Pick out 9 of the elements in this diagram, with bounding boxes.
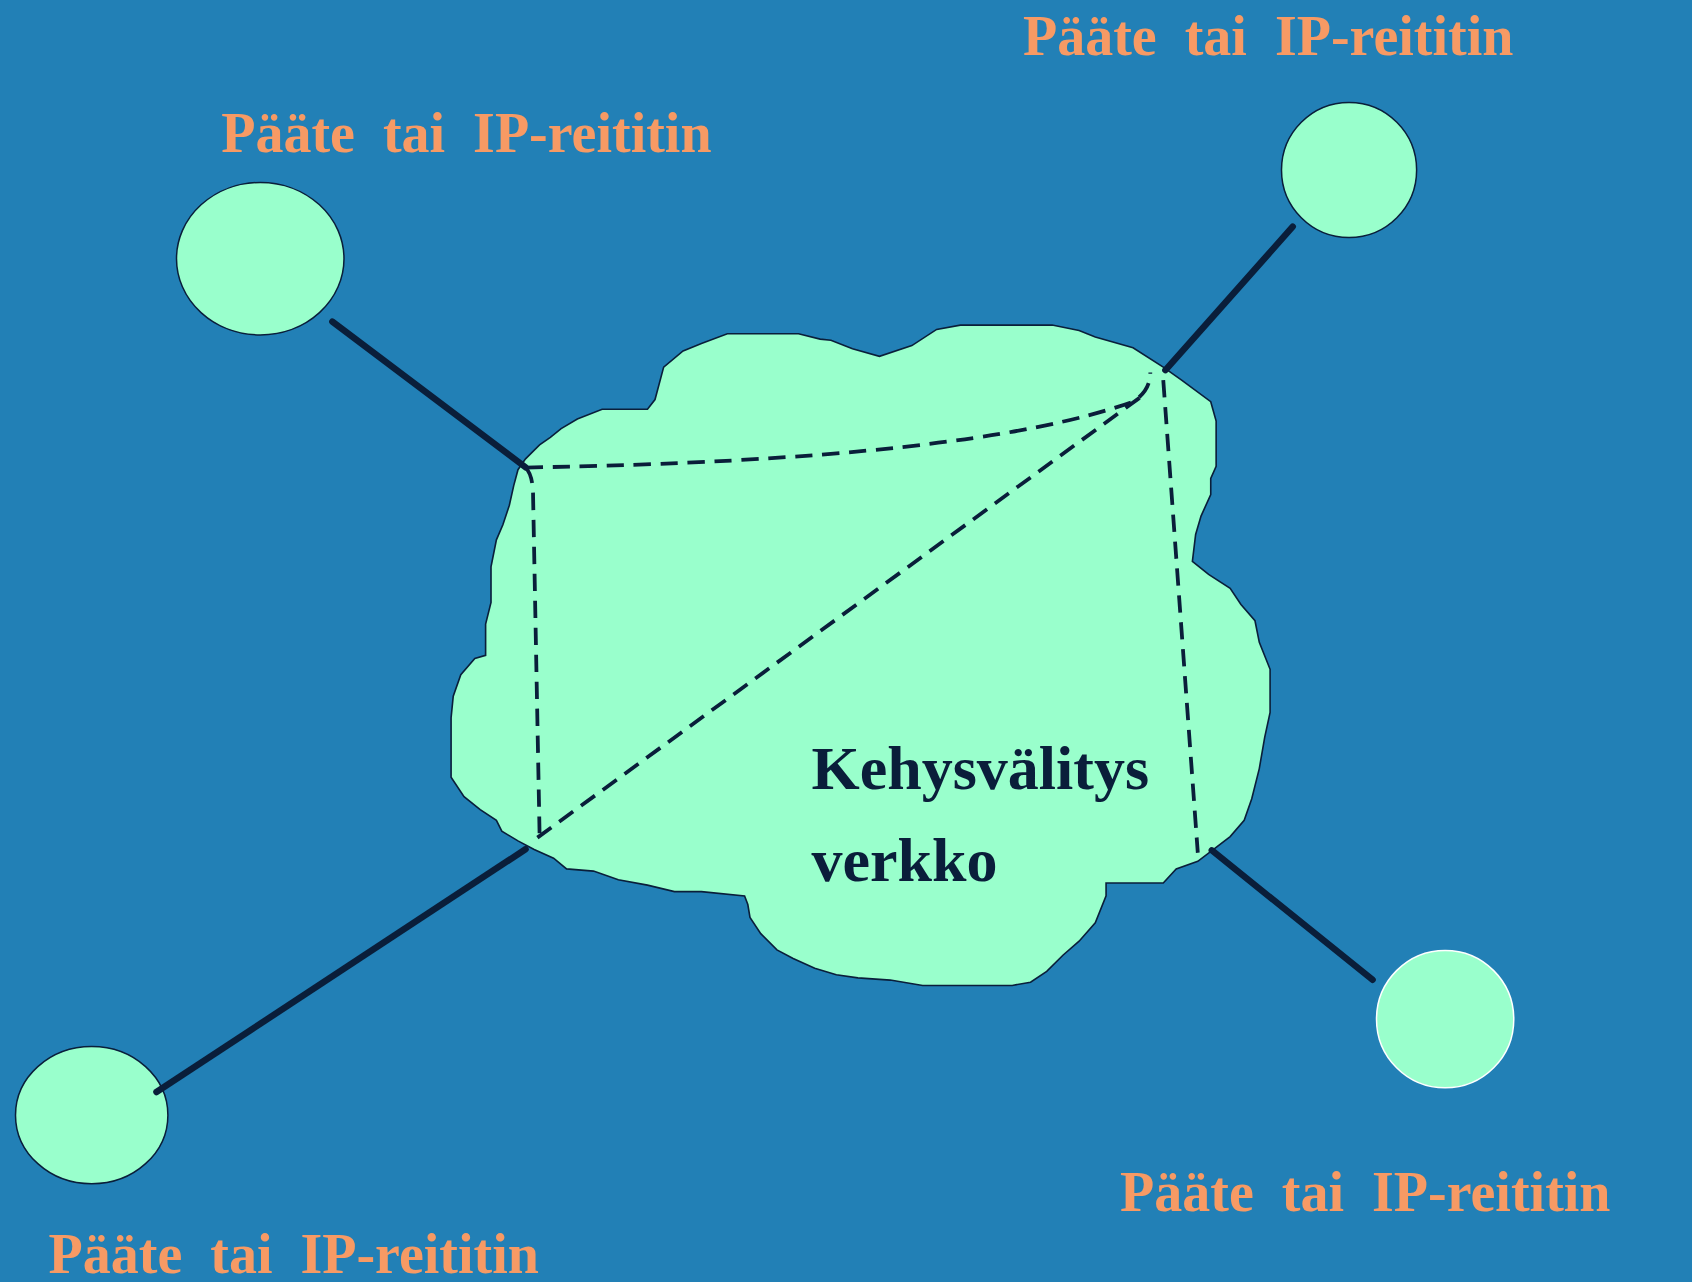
connection-line	[1162, 223, 1296, 374]
connection-line	[329, 318, 529, 471]
terminal-label: Pääte tai IP-reititin	[48, 1225, 539, 1282]
connection-line	[153, 846, 529, 1096]
connection-line	[1208, 847, 1376, 984]
terminal-label: Pääte tai IP-reititin	[1022, 7, 1514, 64]
network-label: Kehysvälitys verkko	[811, 733, 1151, 897]
terminal-label: Pääte tai IP-reititin	[1120, 1164, 1611, 1221]
terminal-label: Pääte tai IP-reititin	[221, 104, 712, 161]
